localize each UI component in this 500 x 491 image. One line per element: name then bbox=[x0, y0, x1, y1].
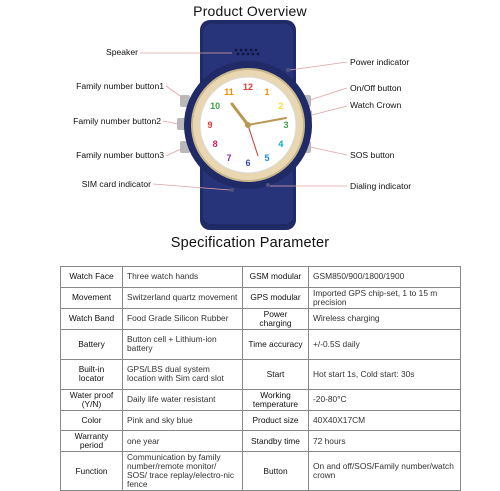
dial-number: 12 bbox=[243, 82, 253, 92]
spec-value: GSM850/900/1800/1900 bbox=[308, 266, 461, 288]
power-indicator-light bbox=[286, 68, 290, 72]
spec-value: GPS/LBS dual system location with Sim ca… bbox=[122, 358, 243, 390]
hand-pivot bbox=[245, 122, 251, 128]
spec-key: Power charging bbox=[242, 307, 309, 330]
label-family-button-2: Family number button2 bbox=[73, 116, 161, 126]
spec-key: Watch Face bbox=[60, 266, 123, 288]
spec-value: 72 hours bbox=[308, 430, 461, 453]
spec-key: Start bbox=[242, 358, 309, 390]
label-dialing-indicator: Dialing indicator bbox=[350, 181, 412, 191]
spec-key: Movement bbox=[60, 286, 123, 309]
dial-number: 7 bbox=[226, 153, 231, 163]
label-family-button-3: Family number button3 bbox=[76, 150, 164, 160]
product-overview-title: Product Overview bbox=[193, 3, 307, 19]
second-hand bbox=[247, 124, 259, 157]
spec-key: Built-in locator bbox=[60, 358, 123, 390]
dial-number: 10 bbox=[210, 101, 220, 111]
spec-key: Function bbox=[60, 451, 123, 491]
spec-value: 40X40X17CM bbox=[308, 409, 461, 432]
spec-value: Button cell + Lithium-ion battery bbox=[122, 328, 243, 360]
dial-number: 2 bbox=[278, 101, 283, 111]
dial-number: 9 bbox=[207, 120, 212, 130]
minute-hand bbox=[247, 117, 287, 126]
spec-key: Warranty period bbox=[60, 430, 123, 453]
dial-number: 4 bbox=[278, 139, 283, 149]
label-family-button-1: Family number button1 bbox=[76, 81, 164, 91]
hour-hand bbox=[230, 102, 250, 127]
dial-number: 1 bbox=[264, 87, 269, 97]
spec-value: Daily life water resistant bbox=[122, 388, 243, 411]
dial-number: 3 bbox=[283, 120, 288, 130]
label-power-indicator: Power indicator bbox=[350, 57, 410, 67]
spec-key: Watch Band bbox=[60, 307, 123, 330]
spec-value: Hot start 1s, Cold start: 30s bbox=[308, 358, 461, 390]
spec-key: Standby time bbox=[242, 430, 309, 453]
spec-row: Water proof (Y/N)Daily life water resist… bbox=[60, 388, 461, 411]
spec-value: Food Grade Silicon Rubber bbox=[122, 307, 243, 330]
spec-key: Time accuracy bbox=[242, 328, 309, 360]
sim-card-indicator bbox=[230, 188, 234, 192]
spec-value: +/-0.5S daily bbox=[308, 328, 461, 360]
label-watch-crown: Watch Crown bbox=[350, 100, 402, 110]
spec-value: Wireless charging bbox=[308, 307, 461, 330]
spec-value: -20-80°C bbox=[308, 388, 461, 411]
callout-lines bbox=[140, 52, 348, 191]
dial-number: 5 bbox=[264, 153, 269, 163]
dialing-indicator-light bbox=[266, 183, 270, 187]
spec-key: Water proof (Y/N) bbox=[60, 388, 123, 411]
spec-value: Communication by family number/remote mo… bbox=[122, 451, 243, 491]
spec-key: GSM modular bbox=[242, 266, 309, 288]
spec-value: On and off/SOS/Family number/watch crown bbox=[308, 451, 461, 491]
dial-number: 11 bbox=[224, 87, 234, 97]
dial-number: 8 bbox=[213, 139, 218, 149]
spec-value: Three watch hands bbox=[122, 266, 243, 288]
spec-value: Switzerland quartz movement bbox=[122, 286, 243, 309]
spec-value: Imported GPS chip-set, 1 to 15 m precisi… bbox=[308, 286, 461, 309]
label-sos-button: SOS button bbox=[350, 150, 395, 160]
dial-number: 6 bbox=[245, 158, 250, 168]
label-on-off-button: On/Off button bbox=[350, 83, 402, 93]
specification-title: Specification Parameter bbox=[170, 235, 330, 251]
spec-key: Button bbox=[242, 451, 309, 491]
spec-value: Pink and sky blue bbox=[122, 409, 243, 432]
spec-key: GPS modular bbox=[242, 286, 309, 309]
label-sim-card-indicator: SIM card indicator bbox=[81, 179, 151, 189]
spec-value: one year bbox=[122, 430, 243, 453]
spec-key: Battery bbox=[60, 328, 123, 360]
speaker-grille bbox=[234, 48, 260, 56]
label-speaker: Speaker bbox=[105, 47, 138, 57]
spec-key: Working temperature bbox=[242, 388, 309, 411]
spec-key: Product size bbox=[242, 409, 309, 432]
spec-key: Color bbox=[60, 409, 123, 432]
